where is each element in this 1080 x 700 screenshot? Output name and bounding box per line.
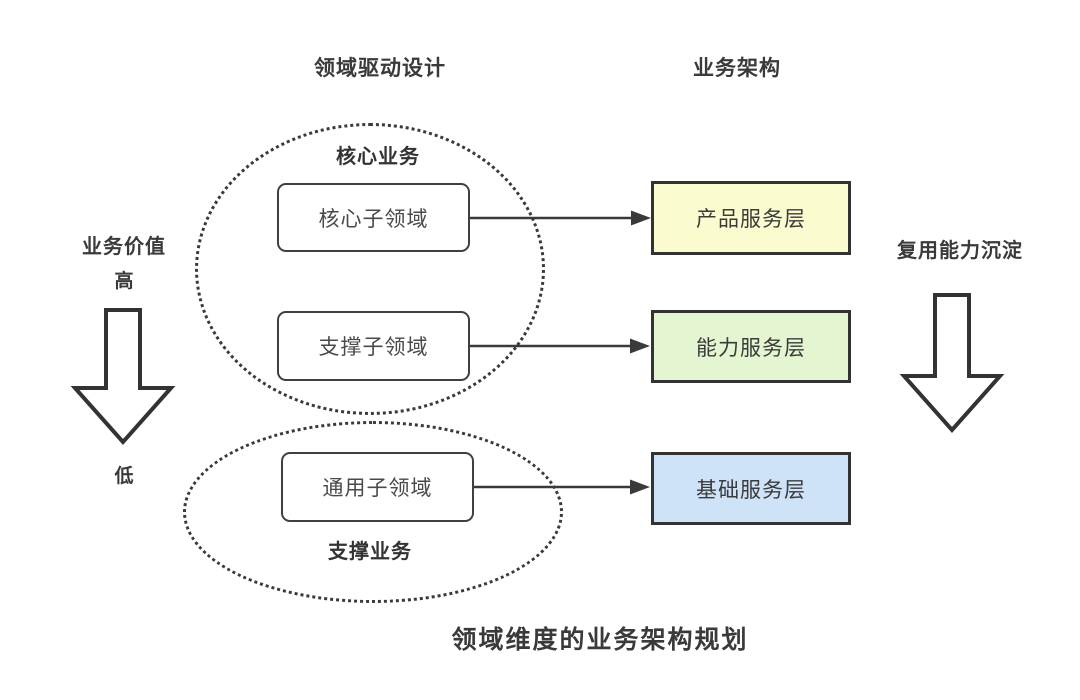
core-business-group-label: 核心业务 <box>336 145 420 168</box>
column-header-business-architecture: 业务架构 <box>693 57 781 80</box>
subdomain-box-core: 核心子领域 <box>277 183 470 252</box>
service-layer-box-product: 产品服务层 <box>651 181 851 255</box>
support-business-group-label: 支撑业务 <box>328 540 412 563</box>
diagram-title: 领域维度的业务架构规划 <box>451 626 749 654</box>
subdomain-box-supporting: 支撑子领域 <box>277 311 470 381</box>
service-layer-box-base: 基础服务层 <box>651 452 851 525</box>
business-value-down-arrow <box>70 308 176 446</box>
reuse-capability-down-arrow <box>899 293 1005 434</box>
left-axis-low-label: 低 <box>114 465 134 487</box>
left-axis-label: 业务价值 <box>82 235 166 258</box>
subdomain-box-generic: 通用子领域 <box>281 452 474 522</box>
left-axis-high-label: 高 <box>114 270 134 292</box>
service-layer-box-capability: 能力服务层 <box>651 310 851 383</box>
column-header-ddd: 领域驱动设计 <box>314 57 446 80</box>
right-axis-label: 复用能力沉淀 <box>897 239 1023 262</box>
